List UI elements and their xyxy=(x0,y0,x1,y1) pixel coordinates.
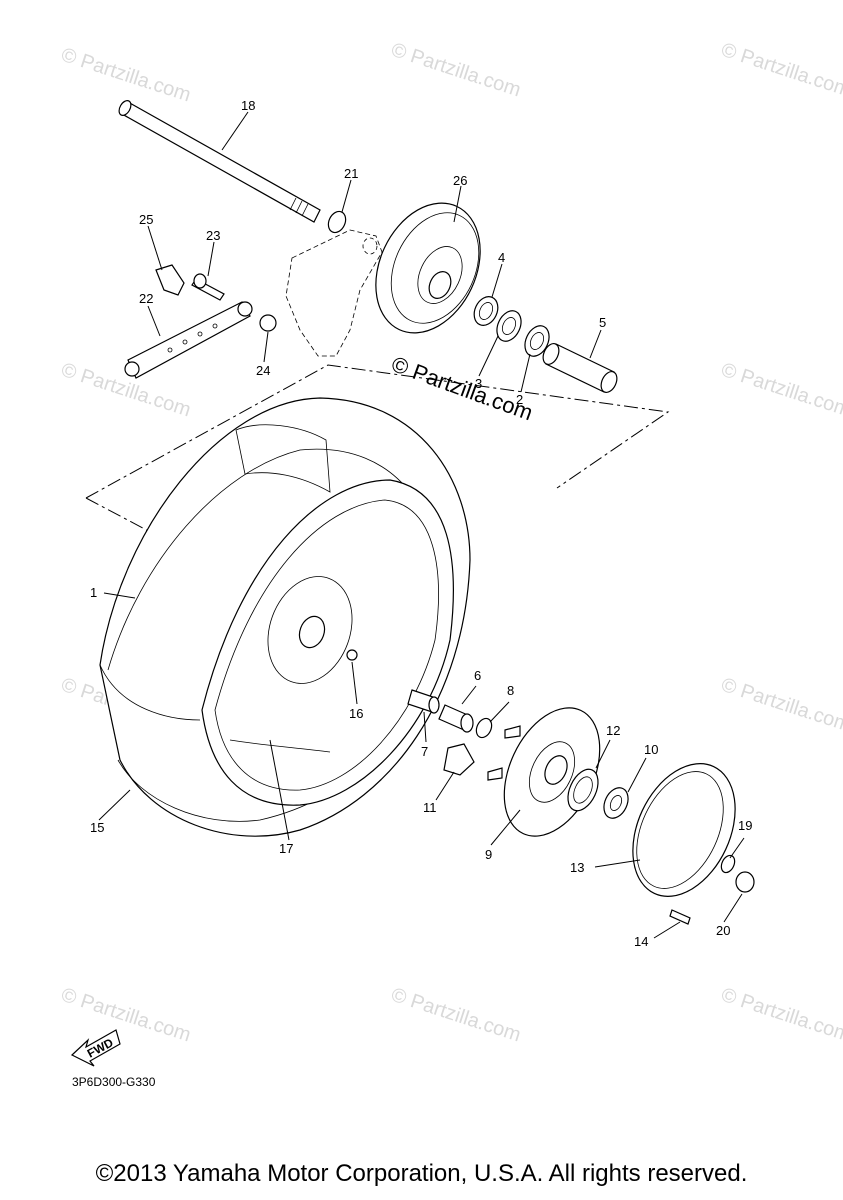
callout-24: 24 xyxy=(256,363,270,378)
callout-12: 12 xyxy=(606,723,620,738)
callout-26: 26 xyxy=(453,173,467,188)
callouts: 18 21 26 4 5 3 2 25 23 22 24 1 15 16 17 … xyxy=(90,98,752,949)
callout-22: 22 xyxy=(139,291,153,306)
part-caliper-bracket-hole xyxy=(362,237,378,255)
callout-20: 20 xyxy=(716,923,730,938)
leader-lines xyxy=(98,111,745,939)
part-caliper-bracket xyxy=(285,229,383,357)
part-ring-inner xyxy=(636,771,724,889)
callout-17: 17 xyxy=(279,841,293,856)
callout-2: 2 xyxy=(516,392,523,407)
part-brake-hub xyxy=(375,202,481,334)
part-bearing xyxy=(496,310,522,342)
part-bearing xyxy=(524,325,550,357)
watermark: © Partzilla.com xyxy=(718,674,843,737)
callout-23: 23 xyxy=(206,228,220,243)
part-bearing-inner xyxy=(529,332,545,350)
callout-8: 8 xyxy=(507,683,514,698)
callout-15: 15 xyxy=(90,820,104,835)
callout-14: 14 xyxy=(634,934,648,949)
part-clip xyxy=(155,264,185,296)
callout-11: 11 xyxy=(423,800,437,815)
part-axle xyxy=(118,100,321,223)
part-ring xyxy=(632,763,736,897)
part-oil-seal xyxy=(473,296,499,326)
watermark: © Partzilla.com xyxy=(58,984,193,1047)
part-oil-seal-12 xyxy=(567,768,599,812)
watermark: © Partzilla.com xyxy=(58,44,193,107)
brand-watermark: © Partzilla.com xyxy=(388,351,536,425)
part-bearing-10 xyxy=(603,787,629,819)
part-axle-nut xyxy=(735,871,755,893)
watermark: © Partzilla.com xyxy=(718,39,843,102)
callout-21: 21 xyxy=(344,166,358,181)
callout-3: 3 xyxy=(475,376,482,391)
callout-18: 18 xyxy=(241,98,255,113)
callout-9: 9 xyxy=(485,847,492,862)
part-spacer xyxy=(542,343,618,393)
watermark: © Partzilla.com xyxy=(388,984,523,1047)
copyright-notice: ©2013 Yamaha Motor Corporation, U.S.A. A… xyxy=(95,1160,748,1187)
part-spacer-7-end xyxy=(428,696,440,714)
part-collar-6-end xyxy=(460,713,474,733)
part-oil-seal-inner xyxy=(478,302,494,320)
part-bearing-10-inner xyxy=(609,795,623,811)
callout-13: 13 xyxy=(570,860,584,875)
part-bearing-inner xyxy=(501,317,517,335)
part-seal-8 xyxy=(475,717,493,739)
part-torque-arm xyxy=(124,301,253,379)
callout-7: 7 xyxy=(421,744,428,759)
callout-25: 25 xyxy=(139,212,153,227)
part-bolt-head xyxy=(193,273,207,289)
watermark: © Partzilla.com xyxy=(718,984,843,1047)
part-tire-wheel xyxy=(99,397,471,837)
part-nut xyxy=(259,314,277,332)
diagram-code: 3P6D300-G330 xyxy=(72,1075,156,1089)
callout-4: 4 xyxy=(498,250,505,265)
callout-16: 16 xyxy=(349,706,363,721)
watermark: © Partzilla.com xyxy=(388,39,523,102)
watermark: © Partzilla.com xyxy=(718,359,843,422)
part-damper xyxy=(443,743,475,776)
part-oil-seal-12-inner xyxy=(573,776,593,804)
callout-6: 6 xyxy=(474,668,481,683)
callout-19: 19 xyxy=(738,818,752,833)
callout-10: 10 xyxy=(644,742,658,757)
part-bolt-14 xyxy=(669,909,691,925)
part-collar xyxy=(327,210,347,234)
callout-5: 5 xyxy=(599,315,606,330)
fwd-arrow-icon: FWD xyxy=(70,1029,121,1067)
callout-1: 1 xyxy=(90,585,97,600)
